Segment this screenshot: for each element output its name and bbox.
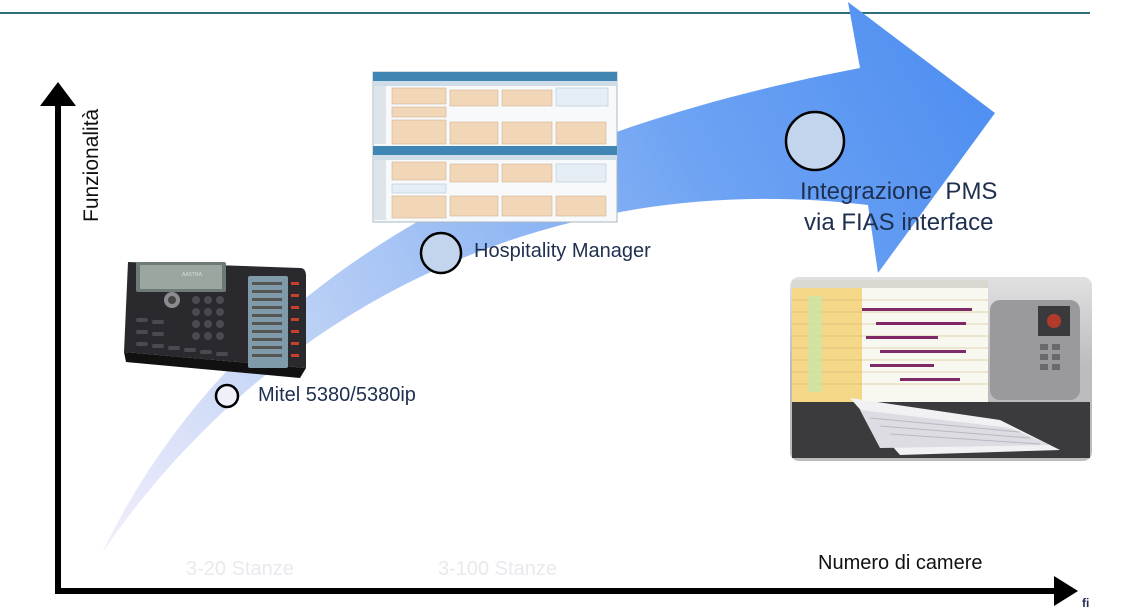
tier-label-medium: 3-100 Stanze	[438, 558, 557, 580]
x-axis-label: Numero di camere	[818, 552, 983, 574]
header-rule	[0, 12, 1090, 14]
milestone-label-pms-line2: via FIAS interface	[804, 209, 994, 236]
milestone-marker-hospitality	[419, 231, 463, 275]
tier-label-small: 3-20 Stanze	[186, 558, 294, 580]
y-axis-arrowhead	[40, 82, 76, 106]
corner-mark: fi	[1082, 596, 1090, 610]
y-axis-label: Funzionalità	[80, 108, 103, 222]
ip-phone-icon: AASTRA	[124, 262, 306, 378]
software-window-icon	[372, 71, 618, 223]
x-axis-arrowhead	[1054, 576, 1078, 606]
milestone-label-pms-line1: Integrazione PMS	[800, 178, 998, 205]
milestone-label-hospitality: Hospitality Manager	[474, 240, 651, 262]
svg-text:AASTRA: AASTRA	[182, 272, 203, 278]
pms-screen-icon	[790, 277, 1092, 461]
milestone-marker-pms	[784, 110, 846, 172]
milestone-marker-mitel	[214, 383, 240, 409]
milestone-label-pms: Integrazione PMS via FIAS interface	[800, 176, 997, 238]
growth-arrow	[102, 2, 995, 553]
milestone-label-mitel: Mitel 5380/5380ip	[258, 384, 416, 406]
